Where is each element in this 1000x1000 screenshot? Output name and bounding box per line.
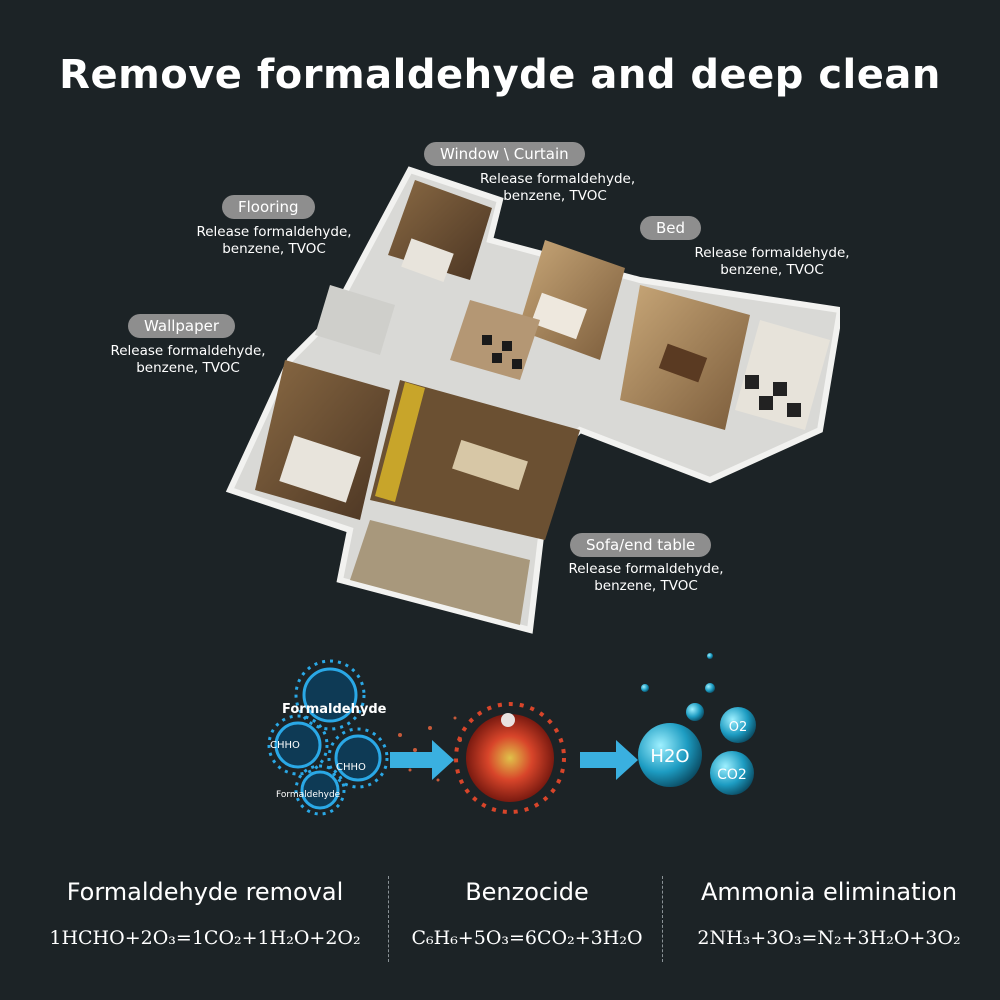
tag-wallpaper: Wallpaper — [128, 314, 236, 338]
room-kitchen — [735, 320, 830, 430]
desc-line: Release formaldehyde, — [110, 343, 266, 359]
column-title-ammonia-elimination: Ammonia elimination — [700, 878, 958, 906]
tag-sofa-end-table: Sofa/end table — [570, 533, 712, 557]
tag-bed: Bed — [640, 216, 702, 240]
product-label: H2O — [650, 746, 689, 767]
molecule-tag: CHHO — [336, 762, 366, 773]
arrow-right-icon — [390, 740, 454, 780]
desc-sofa-end-table: Release formaldehyde, benzene, TVOC — [558, 561, 734, 595]
formula-formaldehyde-removal: 1HCHO+2O₃=1CO₂+1H₂O+2O₂ — [49, 927, 361, 949]
column-title-benzocide: Benzocide — [465, 878, 589, 906]
molecule-title: Formaldehyde — [282, 702, 387, 717]
kitchen-checker-floor — [745, 375, 801, 417]
molecule-tag: CHHO — [270, 740, 300, 751]
living-tv-wall — [375, 382, 425, 502]
formula-ammonia-elimination: 2NH₃+3O₃=N₂+3H₂O+3O₂ — [697, 927, 961, 949]
formula-benzocide: C₆H₆+5O₃=6CO₂+3H₂O — [411, 927, 643, 949]
desc-window-curtain: Release formaldehyde, benzene, TVOC — [480, 171, 636, 205]
bed-left — [279, 435, 361, 503]
desc-line: Release formaldehyde, — [480, 171, 636, 187]
apartment-floorplan-illustration — [225, 166, 840, 634]
page-headline: Remove formaldehyde and deep clean — [59, 52, 941, 98]
desc-line: benzene, TVOC — [503, 188, 607, 204]
sofa — [452, 439, 528, 491]
desc-wallpaper: Release formaldehyde, benzene, TVOC — [100, 343, 276, 377]
bubble-icon — [705, 683, 715, 693]
decomposing-virus-icon — [454, 702, 566, 814]
bubble-icon — [638, 723, 702, 787]
desc-line: benzene, TVOC — [136, 360, 240, 376]
tag-flooring: Flooring — [222, 195, 315, 219]
column-divider — [662, 876, 663, 962]
desc-line: benzene, TVOC — [720, 262, 824, 278]
desc-bed: Release formaldehyde, benzene, TVOC — [684, 245, 860, 279]
bubble-icon — [720, 707, 756, 743]
bed-middle — [530, 292, 588, 340]
dining-table — [658, 343, 708, 383]
column-title-formaldehyde-removal: Formaldehyde removal — [66, 878, 344, 906]
product-label: O2 — [729, 720, 748, 735]
desc-flooring: Release formaldehyde, benzene, TVOC — [186, 224, 362, 258]
arrow-right-icon — [580, 740, 638, 780]
molecule-subtitle: Formaldehyde — [276, 790, 341, 800]
column-divider — [388, 876, 389, 962]
desc-line: Release formaldehyde, — [568, 561, 724, 577]
desc-line: benzene, TVOC — [222, 241, 326, 257]
virus-cluster-icon — [267, 659, 389, 816]
bubble-icon — [641, 684, 649, 692]
room-balcony — [350, 520, 530, 625]
desc-line: benzene, TVOC — [594, 578, 698, 594]
hall-checker-floor — [482, 335, 522, 369]
desc-line: Release formaldehyde, — [196, 224, 352, 240]
bed-top — [401, 238, 454, 282]
bubble-icon — [710, 751, 754, 795]
room-bathroom — [315, 285, 395, 355]
room-bedroom-middle — [518, 240, 625, 360]
desc-line: Release formaldehyde, — [694, 245, 850, 261]
product-label: CO2 — [717, 767, 747, 783]
decomposition-illustration: Formaldehyde CHHO CHHO Formaldehyde H2O … — [267, 653, 756, 816]
bubble-icon — [707, 653, 713, 659]
tag-window-curtain: Window \ Curtain — [424, 142, 585, 166]
bubble-icon — [686, 703, 704, 721]
